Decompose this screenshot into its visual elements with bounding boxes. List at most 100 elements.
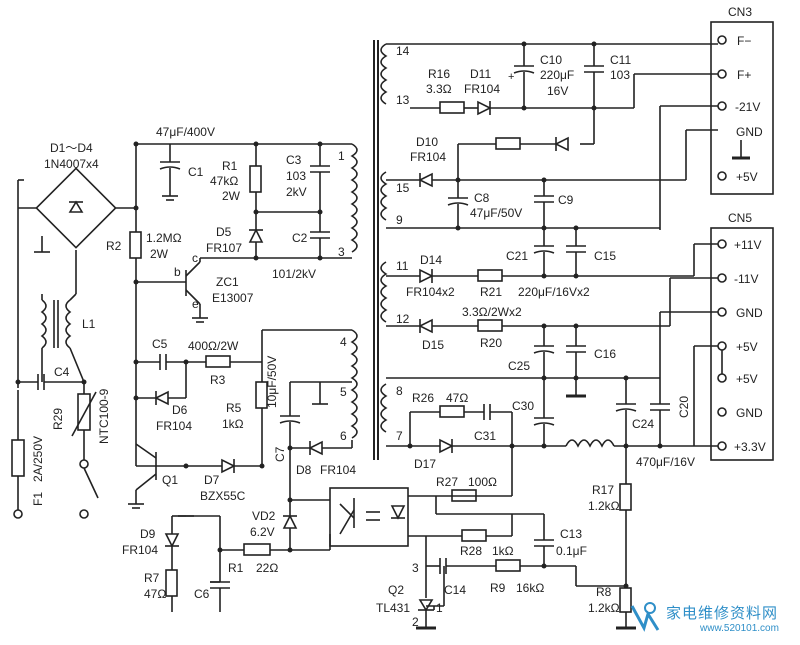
d14-value: FR104x2	[406, 285, 455, 299]
q2-pin2: 2	[412, 615, 419, 629]
diode-d9	[164, 533, 180, 548]
vd2-value: 6.2V	[250, 525, 275, 539]
d9-label: D9	[140, 527, 156, 541]
r3-label: R3	[210, 373, 226, 387]
cn5-pin-gnd: GND	[736, 306, 763, 320]
pin-1: 1	[338, 149, 345, 163]
diode-d17	[439, 438, 454, 454]
r8-value: 1.2kΩ	[588, 601, 620, 615]
l1-label: L1	[82, 317, 96, 331]
c20-label: C20	[677, 396, 691, 418]
svg-text:+: +	[508, 71, 514, 83]
resistor-r9	[495, 559, 521, 572]
r2-value: 1.2MΩ	[146, 231, 182, 245]
r5-value: 1kΩ	[222, 417, 244, 431]
c31-label: C31	[474, 429, 496, 443]
d17-label: D17	[414, 457, 436, 471]
pin-11: 11	[396, 259, 409, 273]
r9-value: 16kΩ	[516, 581, 544, 595]
cn5-terminal	[717, 407, 727, 417]
r16-label: R16	[428, 67, 450, 81]
r2-label: R2	[106, 239, 122, 253]
d10-value: FR104	[410, 150, 446, 164]
zener-d7	[221, 458, 236, 474]
zc1-label: ZC1	[216, 275, 239, 289]
c16-label: C16	[594, 347, 616, 361]
c24-value: 470μF/16V	[636, 455, 695, 469]
vd2-label: VD2	[252, 509, 276, 523]
c10-voltage: 16V	[547, 84, 568, 98]
cn5-pin-5v-b: +5V	[736, 372, 758, 386]
ntc-label: NTC100-9	[97, 388, 111, 444]
diode-d14	[419, 268, 434, 284]
cn5-terminal	[717, 441, 727, 451]
resistor-r1	[249, 165, 262, 193]
r1-power: 2W	[222, 189, 241, 203]
pin-14: 14	[396, 44, 410, 58]
cn3-connector	[710, 21, 774, 195]
q2-label: Q2	[388, 583, 404, 597]
c7-value: 10μF/50V	[265, 356, 279, 408]
c1-label: C1	[188, 165, 204, 179]
d8-label: D8	[296, 463, 312, 477]
cn5-pin-n11v: -11V	[734, 272, 758, 286]
cn5-terminal	[717, 307, 727, 317]
r28-label: R28	[460, 544, 482, 558]
d10-label: D10	[416, 135, 438, 149]
zener-vd2	[282, 514, 298, 529]
diode-d8	[308, 440, 323, 456]
transformer-secondary-winding	[380, 171, 388, 221]
watermark: 家电维修资料网 www.520101.com	[628, 596, 798, 642]
inductor	[565, 439, 615, 448]
c5-label: C5	[152, 337, 168, 351]
c11-label: C11	[610, 53, 631, 67]
c3-value: 103	[286, 169, 306, 183]
r7-value: 47Ω	[144, 587, 166, 601]
resistor-r2	[129, 231, 142, 259]
c25-label: C25	[508, 359, 530, 373]
r1-value: 47kΩ	[210, 174, 238, 188]
zc1-value: E13007	[212, 291, 254, 305]
resistor-r20	[477, 319, 503, 332]
shunt-regulator-q2	[418, 599, 434, 612]
f1-value: 2A/250V	[31, 436, 45, 482]
transformer-secondary-winding	[380, 383, 388, 433]
d5-label: D5	[216, 225, 232, 239]
cn5-terminal	[717, 239, 727, 249]
f1-label: F1	[31, 492, 45, 506]
r8-label: R8	[596, 585, 612, 599]
d7-label: D7	[204, 473, 220, 487]
cn5-pin-5v-a: +5V	[736, 340, 758, 354]
pin-12: 12	[396, 312, 410, 326]
q2-pin3: 3	[412, 561, 419, 575]
r5-label: R5	[226, 401, 242, 415]
cn3-terminal	[717, 35, 727, 45]
cn3-terminal	[717, 101, 727, 111]
c4-label: C4	[54, 365, 70, 379]
r20-value: 3.3Ω/2Wx2	[462, 305, 522, 319]
c1-value: 47μF/400V	[156, 125, 215, 139]
r26-value: 47Ω	[446, 391, 468, 405]
diode-d15	[418, 318, 433, 334]
diode-d6	[154, 390, 169, 406]
q1-label: Q1	[162, 473, 178, 487]
cn3-terminal	[717, 171, 727, 181]
r29-label: R29	[51, 408, 65, 430]
resistor-r21	[477, 269, 503, 282]
cn3-pin-f-plus: F+	[737, 68, 751, 82]
pin-5: 5	[340, 385, 347, 399]
resistor-r28	[461, 529, 487, 542]
transformer-feedback-winding	[350, 329, 358, 439]
c13-value: 0.1μF	[556, 544, 587, 558]
r26-label: R26	[412, 391, 434, 405]
resistor-r7	[165, 569, 178, 597]
r16-value: 3.3Ω	[426, 82, 452, 96]
c15-label: C15	[594, 249, 616, 263]
resistor-r27	[451, 489, 477, 502]
c6-label: C6	[194, 587, 210, 601]
c7-label: C7	[273, 446, 287, 462]
zc1-c: c	[192, 251, 198, 265]
cn5-terminal	[717, 341, 727, 351]
r27-label: R27	[436, 475, 458, 489]
d7-value: BZX55C	[200, 489, 246, 503]
